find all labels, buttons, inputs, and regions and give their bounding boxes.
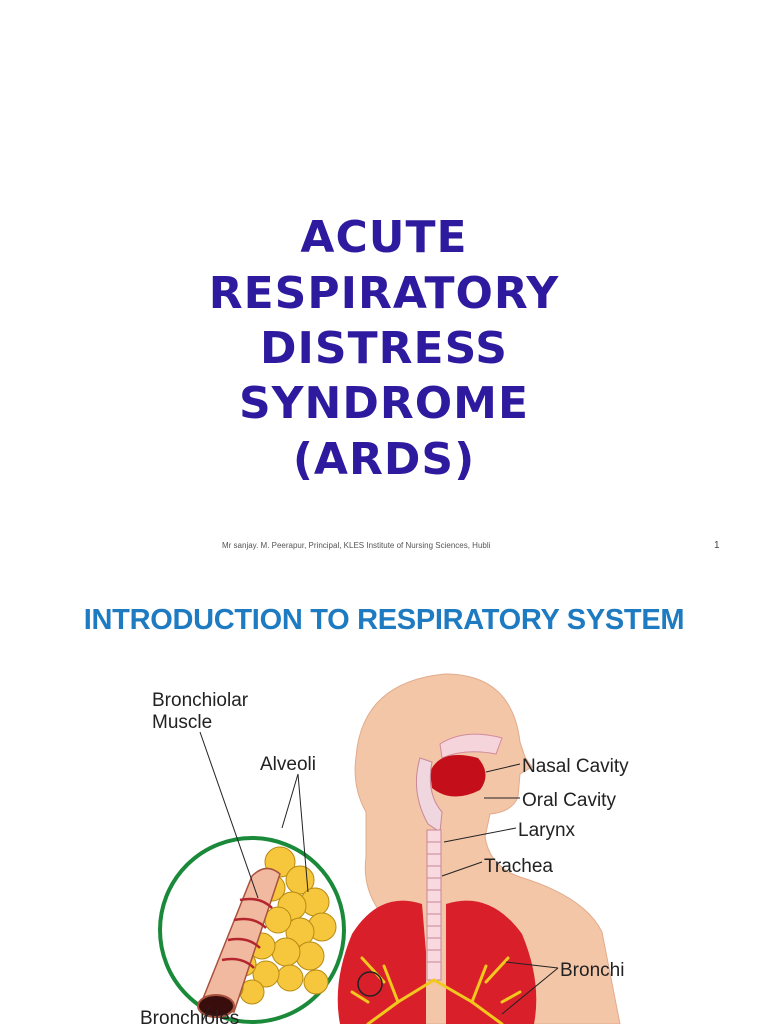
nasal-cavity-shape [439,733,503,759]
bronchiolar-muscle-bands [221,897,273,969]
right-lung-shape [446,900,537,1024]
label-larynx: Larynx [518,820,576,841]
respiratory-system-diagram: Bronchiolar Muscle Alveoli Nasal Cavity … [140,673,629,1024]
intro-slide: INTRODUCTION TO RESPIRATORY SYSTEM [0,572,768,1024]
title-slide: ACUTE RESPIRATORY DISTRESS SYNDROME (ARD… [208,212,720,551]
trachea-rings [427,841,441,963]
slide-footer: Mr sanjay. M. Peerapur, Principal, KLES … [222,541,491,550]
slide-title: INTRODUCTION TO RESPIRATORY SYSTEM [83,604,685,636]
alveoli-clusters [220,846,337,1005]
label-bronchiolar: Bronchiolar [152,690,249,711]
title-line-3: DISTRESS [260,323,508,374]
label-trachea: Trachea [484,856,553,877]
label-muscle: Muscle [152,712,212,733]
pointer-lines [199,731,559,1023]
bronchiole-highlight-circle [357,971,383,997]
page-number: 1 [714,540,720,551]
label-oral-cavity: Oral Cavity [522,790,616,811]
title-line-5: (ARDS) [292,434,476,485]
label-bronchi: Bronchi [560,960,624,981]
trachea-shape [426,829,442,981]
oral-cavity-shape [430,755,486,797]
left-lung-shape [337,900,426,1024]
title-line-4: SYNDROME [238,378,530,429]
label-bronchioles: Bronchioles [140,1008,239,1024]
title-line-2: RESPIRATORY [208,268,560,319]
label-nasal-cavity: Nasal Cavity [522,756,629,777]
title-line-1: ACUTE [300,212,468,263]
label-alveoli: Alveoli [260,754,316,775]
